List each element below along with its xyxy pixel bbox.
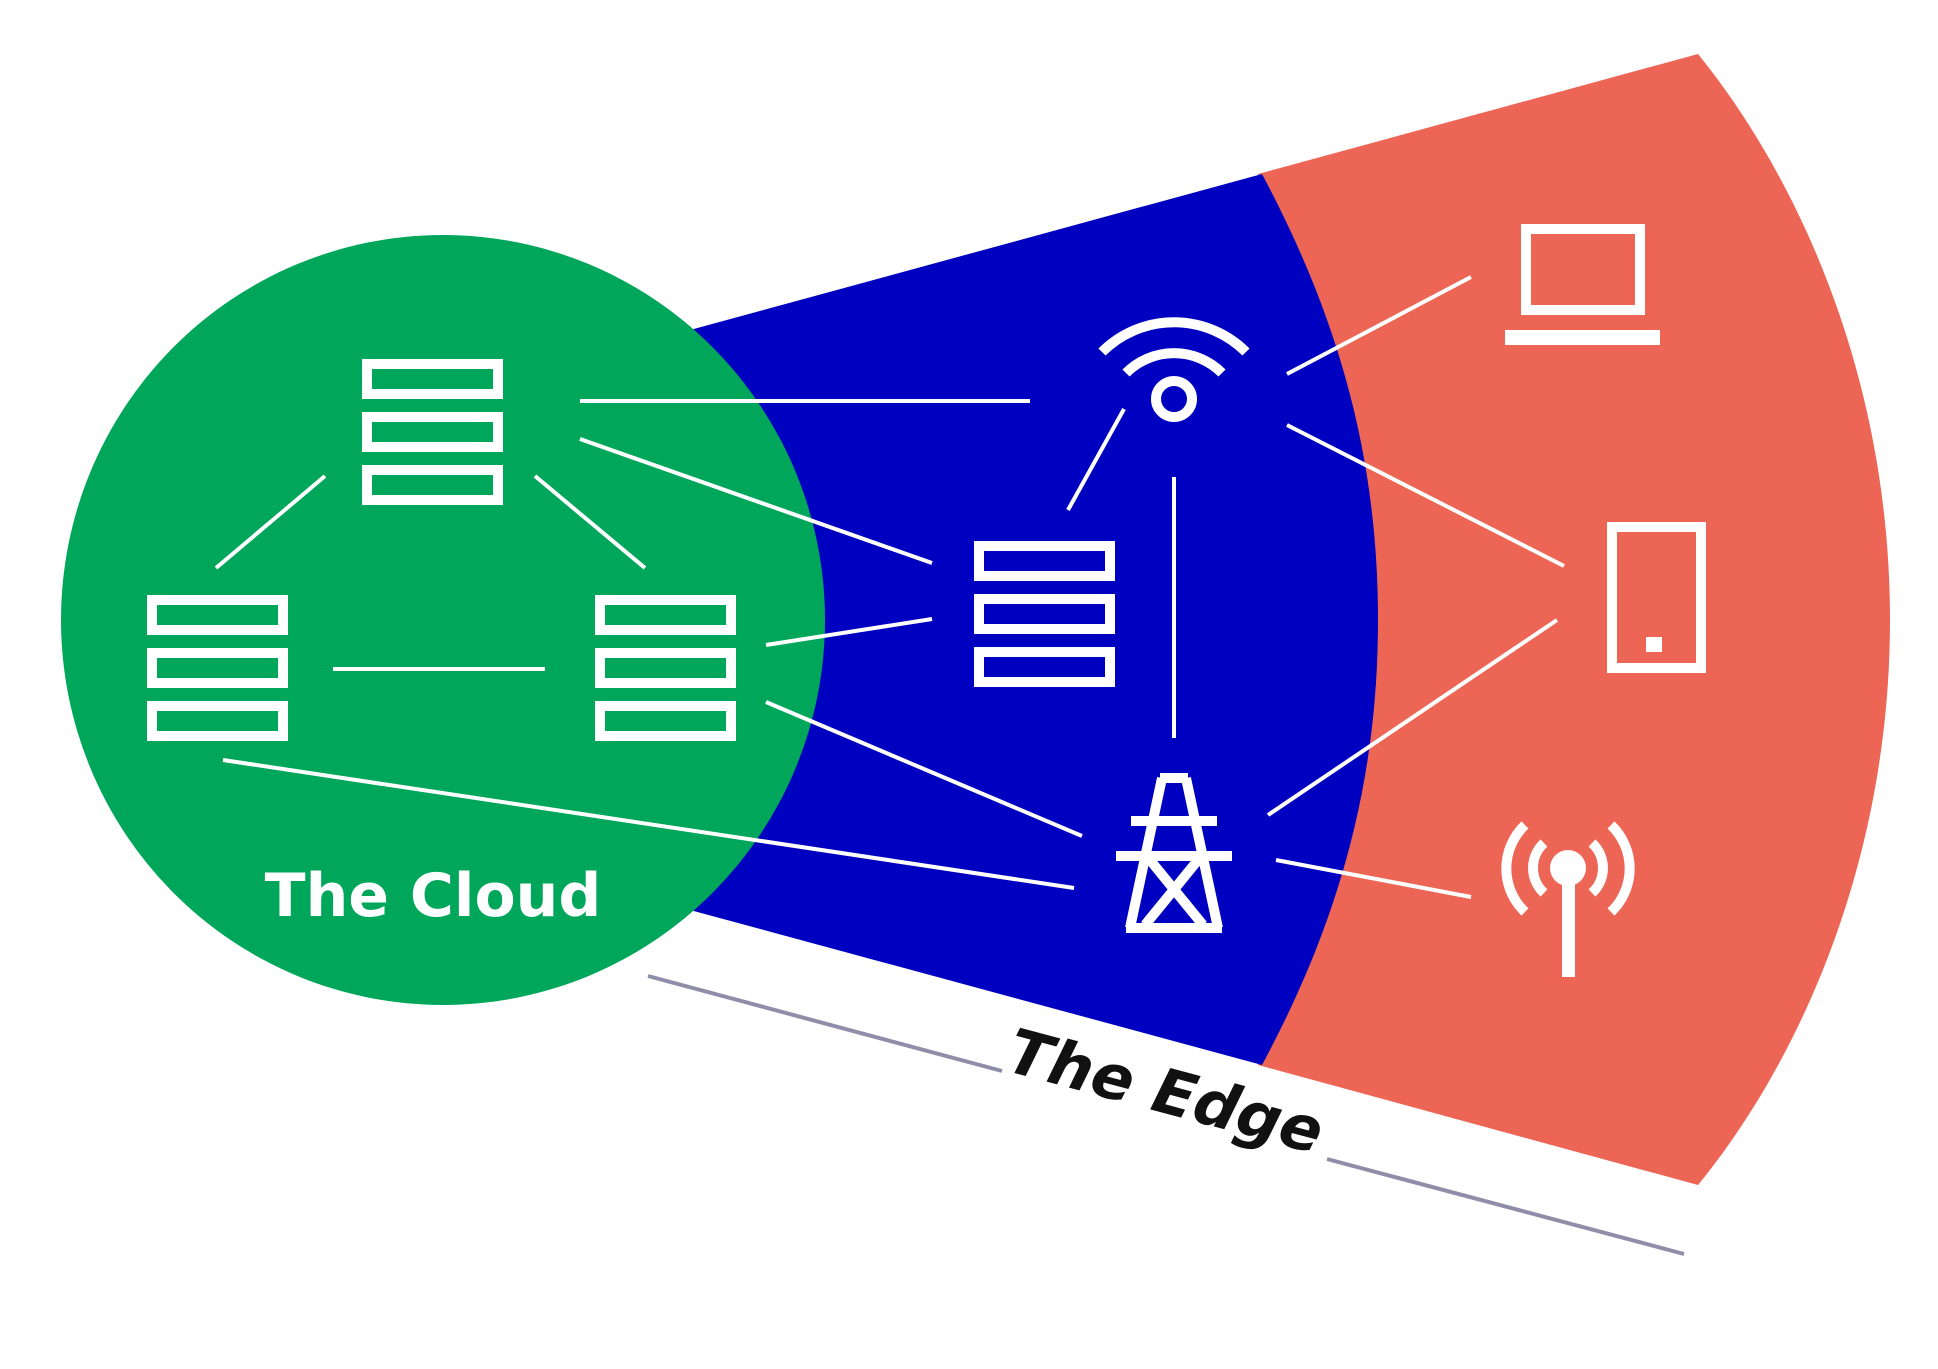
edge-bracket bbox=[647, 974, 1685, 1256]
laptop-icon bbox=[1505, 224, 1660, 345]
antenna-icon bbox=[1501, 821, 1635, 977]
link-edge-server-to-wifi bbox=[1066, 408, 1126, 511]
link-cloud-right-to-edge-server bbox=[765, 617, 933, 647]
cloud-region bbox=[61, 235, 825, 1005]
cloud-label: The Cloud bbox=[265, 861, 602, 931]
link-wifi-to-phone bbox=[1286, 423, 1565, 568]
wifi-icon bbox=[1098, 317, 1250, 422]
near-edge-region bbox=[690, 174, 1378, 1065]
link-cloud-top-to-cloud-right bbox=[533, 474, 647, 570]
transmission-tower-icon bbox=[1116, 773, 1232, 933]
link-wifi-to-laptop bbox=[1286, 275, 1472, 376]
link-cloud-left-to-tower bbox=[222, 758, 1075, 890]
link-cloud-top-to-cloud-left bbox=[214, 474, 327, 570]
server-icon bbox=[595, 595, 736, 741]
far-edge-region bbox=[1258, 54, 1890, 1185]
server-icon bbox=[362, 359, 503, 505]
link-cloud-right-to-tower bbox=[765, 700, 1083, 838]
phone-icon bbox=[1607, 522, 1706, 673]
server-icon bbox=[147, 595, 288, 741]
link-tower-to-phone bbox=[1266, 618, 1559, 817]
connection-links bbox=[214, 275, 1565, 899]
server-icon bbox=[974, 541, 1115, 687]
link-tower-to-antenna bbox=[1275, 858, 1472, 899]
link-cloud-top-to-edge-server bbox=[579, 437, 933, 565]
